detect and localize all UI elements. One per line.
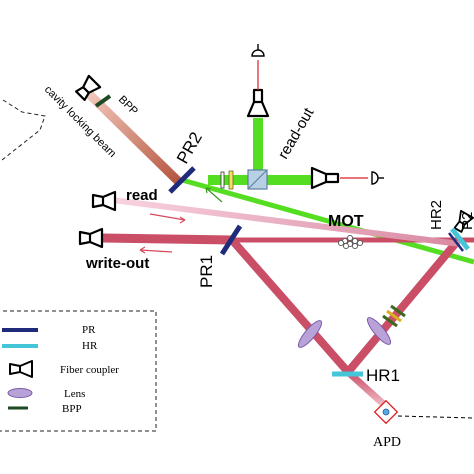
fiber-coupler-icon bbox=[75, 74, 102, 101]
wave-plate-icon bbox=[228, 170, 234, 190]
fiber-coupler-icon bbox=[91, 190, 117, 212]
legend-box bbox=[0, 310, 157, 432]
cavity-beams bbox=[101, 233, 474, 413]
mot-label: MOT bbox=[328, 213, 364, 230]
legend-bpp-label: BPP bbox=[62, 403, 82, 415]
legend: PR HR Fiber coupler Lens BPP bbox=[0, 310, 157, 432]
legend-lens-label: Lens bbox=[64, 388, 85, 400]
apd-label: APD bbox=[373, 435, 401, 450]
apd-fiber-line bbox=[397, 415, 474, 419]
apd-detector bbox=[373, 399, 399, 425]
lens-icon bbox=[7, 388, 33, 398]
p2-label: P2 bbox=[459, 212, 474, 230]
hr2-mirror-dark bbox=[448, 232, 464, 252]
write-out-beam bbox=[101, 233, 233, 245]
pr2-mirror bbox=[168, 166, 196, 194]
fiber-coupler-icon bbox=[78, 227, 104, 249]
beam-splitter-diagonal bbox=[247, 169, 268, 190]
legend-hr-label: HR bbox=[82, 340, 98, 352]
bpp-plate bbox=[94, 94, 112, 108]
read-out-label: read-out bbox=[275, 104, 318, 162]
bpp-label: BPP bbox=[116, 94, 140, 118]
fiber-coupler-icon bbox=[310, 166, 340, 190]
pr1-label: PR1 bbox=[197, 255, 216, 288]
arrow-read bbox=[149, 213, 186, 224]
read-label: read bbox=[126, 187, 158, 204]
arrow-green bbox=[205, 187, 223, 203]
lens-icon bbox=[297, 320, 323, 348]
pr2-label: PR2 bbox=[173, 129, 206, 167]
cavity-locking-beam bbox=[84, 89, 184, 187]
fiber-coupler-icon bbox=[453, 209, 474, 233]
cavity-diagonal-right bbox=[344, 241, 459, 375]
legend-pr-label: PR bbox=[82, 324, 96, 336]
fiber-coupler-icon bbox=[246, 88, 270, 118]
wave-plate-icon bbox=[220, 171, 225, 189]
lens-icon bbox=[366, 317, 392, 345]
detector-icon bbox=[251, 44, 265, 57]
arrow-write bbox=[139, 246, 173, 254]
detector-icon bbox=[371, 171, 384, 185]
cavity-diagonal-left bbox=[228, 237, 352, 375]
green-beam-main bbox=[181, 177, 474, 265]
read-beam bbox=[111, 197, 461, 247]
bpp-plate-group bbox=[382, 304, 406, 328]
hr2-label: HR2 bbox=[428, 200, 445, 230]
direction-arrows bbox=[139, 187, 223, 254]
fiber-coupler-icon bbox=[9, 360, 33, 378]
hr1-label: HR1 bbox=[366, 366, 400, 385]
write-out-label: write-out bbox=[85, 255, 149, 272]
legend-fiber-coupler-label: Fiber coupler bbox=[60, 364, 119, 376]
fiber-line-left bbox=[1, 99, 46, 161]
mot-atom-cloud bbox=[337, 234, 364, 250]
hr2-mirror bbox=[450, 227, 470, 251]
pr1-mirror bbox=[219, 224, 243, 256]
